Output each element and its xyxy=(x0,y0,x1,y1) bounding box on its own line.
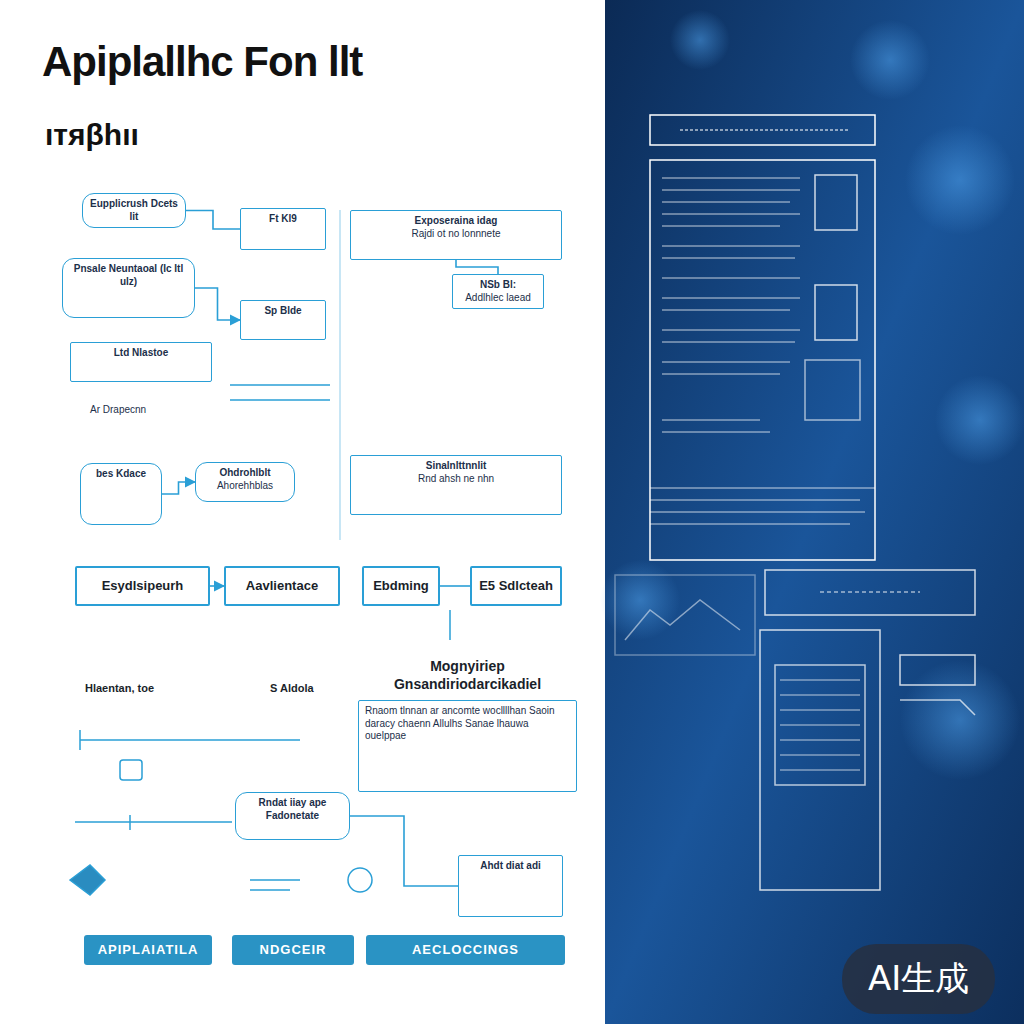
node-heading: Pnsale Neuntaoal (Ic Itl ulz) xyxy=(69,263,188,288)
connector xyxy=(210,585,224,587)
connector xyxy=(162,482,195,494)
node-heading: Aavlientace xyxy=(232,578,332,594)
info-box: NSb Bl:Addlhlec laead xyxy=(452,274,544,309)
process-box: Eupplicrush Dcets lit xyxy=(82,193,186,228)
node-heading: Exposeraina idag xyxy=(357,215,555,228)
node-body: Rnd ahsh ne nhn xyxy=(357,473,555,486)
node-heading: NDGCEIR xyxy=(238,942,348,958)
connector xyxy=(440,585,470,587)
node-heading: AECLOCCINGS xyxy=(372,942,559,958)
node-body: Addlhlec laead xyxy=(459,292,537,305)
node-heading: Ahdt diat adi xyxy=(465,860,556,873)
screen-outlines xyxy=(615,115,975,890)
note-box: Ahdt diat adi xyxy=(458,855,563,917)
node-heading: Sinalnlttnnlit xyxy=(357,460,555,473)
node-heading: Ltd Nlastoe xyxy=(77,347,205,360)
connector xyxy=(350,816,458,886)
process-box: bes Kdace xyxy=(80,463,162,525)
node-heading: APIPLAIATILA xyxy=(90,942,206,958)
step-box: Aavlientace xyxy=(224,566,340,606)
node-body: Ahorehhblas xyxy=(202,480,288,493)
action-button: AECLOCCINGS xyxy=(366,935,565,965)
node-heading: Mognyiriep Gnsandiriodarcikadiel xyxy=(359,657,576,693)
note-text: S Aldola xyxy=(270,682,314,694)
node-body: Rajdi ot no lonnnete xyxy=(357,228,555,241)
info-box: SinalnlttnnlitRnd ahsh ne nhn xyxy=(350,455,562,515)
action-button: APIPLAIATILA xyxy=(84,935,212,965)
process-box: Pnsale Neuntaoal (Ic Itl ulz) xyxy=(62,258,195,318)
watermark: AI生成 xyxy=(842,944,995,1014)
process-box: Sp Blde xyxy=(240,300,326,340)
action-button: NDGCEIR xyxy=(232,935,354,965)
process-box: Ft Kl9 xyxy=(240,208,326,250)
node-heading: Ohdrohlblt xyxy=(202,467,288,480)
connector xyxy=(456,260,498,274)
process-box: Ltd Nlastoe xyxy=(70,342,212,382)
process-box: OhdrohlbltAhorehhblas xyxy=(195,462,295,502)
node-heading: NSb Bl: xyxy=(459,279,537,292)
subtitle-text: ıтяβhıı xyxy=(45,118,139,152)
node-heading: Sp Blde xyxy=(247,305,319,318)
node-heading: Ft Kl9 xyxy=(247,213,319,226)
step-box: E5 Sdlcteah xyxy=(470,566,562,606)
description-box: Mognyiriep GnsandiriodarcikadielRnaom tl… xyxy=(358,700,577,792)
tech-panel xyxy=(605,0,1024,1024)
connector xyxy=(186,211,240,230)
node-heading: bes Kdace xyxy=(87,468,155,481)
node-heading: E5 Sdlcteah xyxy=(478,578,554,594)
step-box: Esydlsipeurh xyxy=(75,566,210,606)
callout-bubble: Rndat iiay ape Fadonetate xyxy=(235,792,350,840)
connector xyxy=(195,288,240,320)
note-text: Hlaentan, toe xyxy=(85,682,154,694)
step-box: Ebdming xyxy=(362,566,440,606)
node-heading: Eupplicrush Dcets lit xyxy=(89,198,179,223)
info-box: Exposeraina idagRajdi ot no lonnnete xyxy=(350,210,562,260)
diagram-title: Apiplallhc Fon llt xyxy=(42,38,362,86)
node-heading: Rndat iiay ape Fadonetate xyxy=(242,797,343,822)
note-text: Ar Drapecnn xyxy=(90,404,146,415)
node-body: Rnaom tlnnan ar ancomte wocllllhan Saoin… xyxy=(365,705,570,743)
node-heading: Esydlsipeurh xyxy=(83,578,202,594)
node-heading: Ebdming xyxy=(370,578,432,594)
